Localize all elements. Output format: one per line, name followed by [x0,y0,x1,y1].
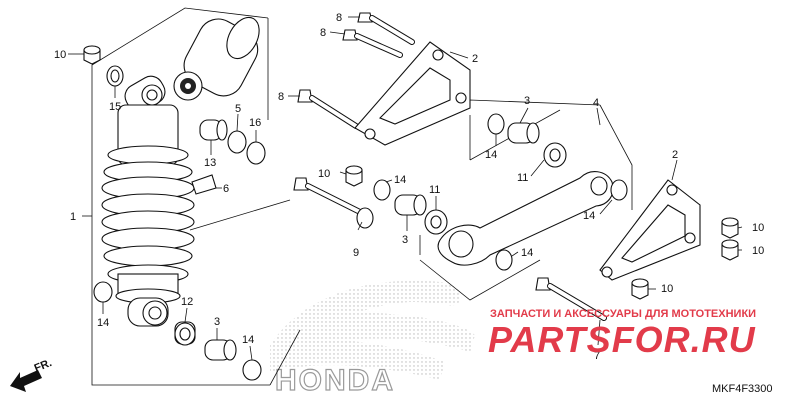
callout-14: 14 [521,247,533,259]
callout-2: 2 [472,53,478,65]
callout-10: 10 [752,245,764,257]
callout-10: 10 [318,168,330,180]
part-callouts: 10 15 5 16 13 6 1 14 12 3 14 8 8 8 2 10 … [54,12,764,362]
bracket-part-2-lower [599,179,701,281]
nut-part-10-middle [345,165,363,187]
callout-9: 9 [353,247,359,259]
leader-lines [68,16,743,361]
bolt-part-8-lower [297,89,359,129]
bracket-part-2-upper [354,41,471,146]
watermark-site: PARTSFOR.RU [488,319,756,360]
callout-8: 8 [320,27,326,39]
callout-10: 10 [661,283,673,295]
callout-14: 14 [97,317,109,329]
callout-3: 3 [402,234,408,246]
watermark-tagline: ЗАПЧАСТИ И АКСЕССУАРЫ ДЛЯ МОТОТЕХНИКИ [490,308,756,320]
washer-part-15 [106,65,124,87]
callout-3: 3 [214,316,220,328]
collar-part-3-lower [204,339,237,361]
bolt-part-8-middle [342,29,403,58]
bolt-part-8-top [357,12,415,45]
seal-part-14-upper [487,113,505,135]
nut-part-10-top [83,45,101,65]
callout-5: 5 [235,103,241,115]
seal-part-14-link-lower [495,249,513,271]
callout-7: 7 [594,350,600,362]
callout-12: 12 [181,296,193,308]
front-direction-arrow: FR. [10,357,54,392]
label-part-6 [191,174,217,195]
collar-part-3-center [394,194,427,216]
oring-part-5 [227,130,247,154]
honda-brand-text: HONDA [275,364,395,397]
nut-part-10-bottom [631,278,649,300]
callout-2: 2 [672,149,678,161]
nut-part-10-right-upper [721,217,739,239]
callout-10: 10 [752,222,764,234]
callout-14: 14 [394,174,406,186]
callout-16: 16 [249,117,261,129]
callout-15: 15 [109,101,121,113]
callout-11: 11 [429,184,440,196]
seal-part-14-right-upper [610,179,628,201]
bolt-part-9 [293,177,374,229]
front-direction-label: FR. [33,357,54,375]
seal-part-14-lower [242,359,262,381]
rear-shock-absorber [101,16,260,327]
collar-part-13 [199,119,228,141]
honda-wing-logo [270,280,475,380]
callout-6: 6 [223,183,229,195]
seal-part-14-center [373,179,391,201]
callout-13: 13 [204,157,216,169]
nut-part-10-right-lower [721,239,739,261]
link-arm-part-4 [437,171,614,266]
callout-14: 14 [242,334,254,346]
callout-3: 3 [524,95,530,107]
seal-part-16 [246,141,266,165]
bolt-part-7 [535,277,607,321]
callout-11: 11 [517,172,528,184]
bearing-part-11-upper [543,142,567,168]
callout-1: 1 [70,211,76,223]
diagram-code: MKF4F3300 [712,383,773,395]
callout-10: 10 [54,49,66,61]
callout-14: 14 [485,149,497,161]
callout-8: 8 [336,12,342,24]
callout-8: 8 [278,91,284,103]
seal-part-14-lower-left [93,281,113,303]
collar-part-3-upper [507,122,540,144]
bearing-part-11-center [424,209,448,235]
bearing-part-12 [174,321,196,346]
callout-14: 14 [583,210,595,222]
callout-4: 4 [593,97,599,109]
assembly-outline-shock [91,7,301,386]
